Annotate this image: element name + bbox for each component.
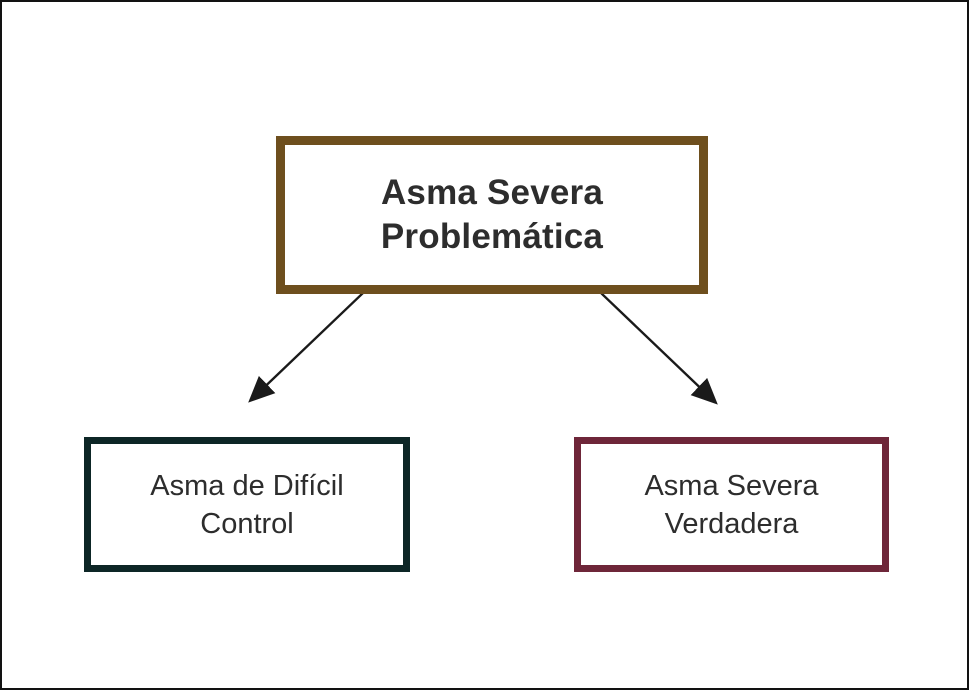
node-asma-dificil-control: Asma de Difícil Control xyxy=(84,437,410,572)
arrow-root-to-right xyxy=(600,292,718,405)
node-asma-severa-verdadera: Asma Severa Verdadera xyxy=(574,437,889,572)
arrow-root-to-left xyxy=(248,291,365,403)
node-label-line: Asma Severa xyxy=(644,469,819,502)
node-label-line: Asma Severa xyxy=(380,173,604,212)
node-asma-severa-problematica: Asma Severa Problemática xyxy=(276,136,708,294)
node-label-line: Asma de Difícil xyxy=(150,469,344,502)
node-label-line: Control xyxy=(200,507,294,540)
node-label-line: Problemática xyxy=(380,217,604,256)
node-label-line: Verdadera xyxy=(664,507,799,540)
